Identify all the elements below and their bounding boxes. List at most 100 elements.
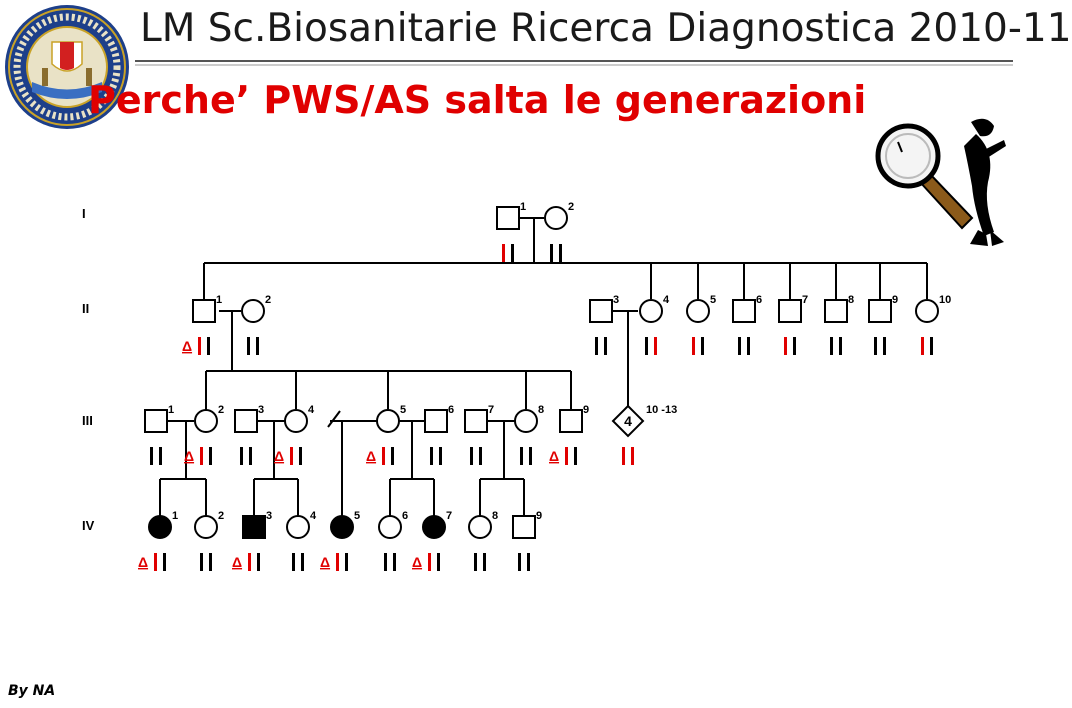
individual-iii-7: 7 (464, 404, 494, 465)
individual-number: 10 -13 (646, 404, 677, 416)
chromosome-bar (574, 447, 577, 465)
individual-number: 8 (848, 294, 854, 306)
chromosome-bar (747, 337, 750, 355)
male-symbol (234, 409, 258, 433)
chromosome-bar (154, 553, 157, 571)
deletion-mark: Δ (274, 448, 284, 464)
generation-label-i: I (82, 206, 86, 221)
chromosome-bar (207, 337, 210, 355)
chromosome-bar (200, 447, 203, 465)
chromosome-bar (883, 337, 886, 355)
female-symbol (544, 206, 568, 230)
individual-iii-8: 8 (514, 404, 544, 465)
chromosome-bar (604, 337, 607, 355)
individual-number: 9 (583, 404, 589, 416)
chromosome-bar (645, 337, 648, 355)
individual-number: 4 (308, 404, 315, 416)
male-symbol (192, 299, 216, 323)
chromosome-bar (483, 553, 486, 571)
generation-label-iii: III (82, 413, 93, 428)
chromosome-bar (470, 447, 473, 465)
female-symbol (639, 299, 663, 323)
female-symbol (422, 515, 446, 539)
individual-ii-4: 4 (639, 294, 670, 355)
generation-label-ii: II (82, 301, 89, 316)
chromosome-bar (529, 447, 532, 465)
footer-credit: By NA (8, 683, 56, 699)
chromosome-bar (550, 244, 553, 262)
chromosome-bar (439, 447, 442, 465)
chromosome-bar (622, 447, 625, 465)
male-symbol (559, 409, 583, 433)
chromosome-bar (631, 447, 634, 465)
individual-ii-10: 10 (915, 294, 951, 355)
chromosome-bar (384, 553, 387, 571)
chromosome-bar (830, 337, 833, 355)
chromosome-bar (163, 553, 166, 571)
chromosome-bar (518, 553, 521, 571)
chromosome-bar (256, 337, 259, 355)
chromosome-bar (249, 447, 252, 465)
chromosome-bar (198, 337, 201, 355)
individual-iii-6: 6 (424, 404, 454, 465)
individual-ii-3: 3 (589, 294, 619, 355)
male-symbol (242, 515, 266, 539)
individual-ii-7: 7 (778, 294, 808, 355)
chromosome-bar (393, 553, 396, 571)
female-symbol (915, 299, 939, 323)
individual-iii-5: 5Δ (366, 404, 406, 465)
chromosome-bar (511, 244, 514, 262)
individual-number: 5 (354, 510, 360, 522)
individual-ii-1: 1Δ (182, 294, 222, 355)
male-symbol (144, 409, 168, 433)
chromosome-bar (654, 337, 657, 355)
individual-number: 1 (216, 294, 222, 306)
male-symbol (464, 409, 488, 433)
chromosome-bar (391, 447, 394, 465)
chromosome-bar (240, 447, 243, 465)
individual-number: 7 (446, 510, 452, 522)
deletion-mark: Δ (549, 448, 559, 464)
individual-number: 4 (663, 294, 670, 306)
pedigree-lines (159, 217, 928, 517)
chromosome-bar (793, 337, 796, 355)
female-symbol (376, 409, 400, 433)
individual-number: 5 (710, 294, 716, 306)
chromosome-bar (520, 447, 523, 465)
female-symbol (148, 515, 172, 539)
deletion-mark: Δ (412, 554, 422, 570)
generation-label-iv: IV (82, 518, 95, 533)
chromosome-bar (692, 337, 695, 355)
chromosome-bar (437, 553, 440, 571)
female-symbol (330, 515, 354, 539)
individual-iv-6: 6 (378, 510, 408, 571)
individual-ii-2: 2 (241, 294, 271, 355)
separation-mark (327, 410, 341, 428)
deletion-mark: Δ (232, 554, 242, 570)
individual-number: 6 (402, 510, 408, 522)
chromosome-bar (248, 553, 251, 571)
male-symbol (778, 299, 802, 323)
individual-iv-7: 7Δ (412, 510, 452, 571)
individual-iv-1: 1Δ (138, 510, 178, 571)
individual-number: 1 (172, 510, 178, 522)
individual-iii-1: 1 (144, 404, 174, 465)
male-symbol (496, 206, 520, 230)
deletion-mark: Δ (320, 554, 330, 570)
slide-title: Perche’ PWS/AS salta le generazioni (88, 78, 867, 122)
female-symbol (286, 515, 310, 539)
individual-number: 2 (218, 404, 224, 416)
deletion-mark: Δ (184, 448, 194, 464)
deletion-mark: Δ (182, 338, 192, 354)
chromosome-bar (784, 337, 787, 355)
individual-i-2: 2 (544, 201, 574, 262)
female-symbol (686, 299, 710, 323)
chromosome-bar (247, 337, 250, 355)
male-symbol (424, 409, 448, 433)
individual-number: 6 (756, 294, 762, 306)
female-symbol (284, 409, 308, 433)
chromosome-bar (301, 553, 304, 571)
individual-iv-2: 2 (194, 510, 224, 571)
chromosome-bar (738, 337, 741, 355)
female-symbol (378, 515, 402, 539)
